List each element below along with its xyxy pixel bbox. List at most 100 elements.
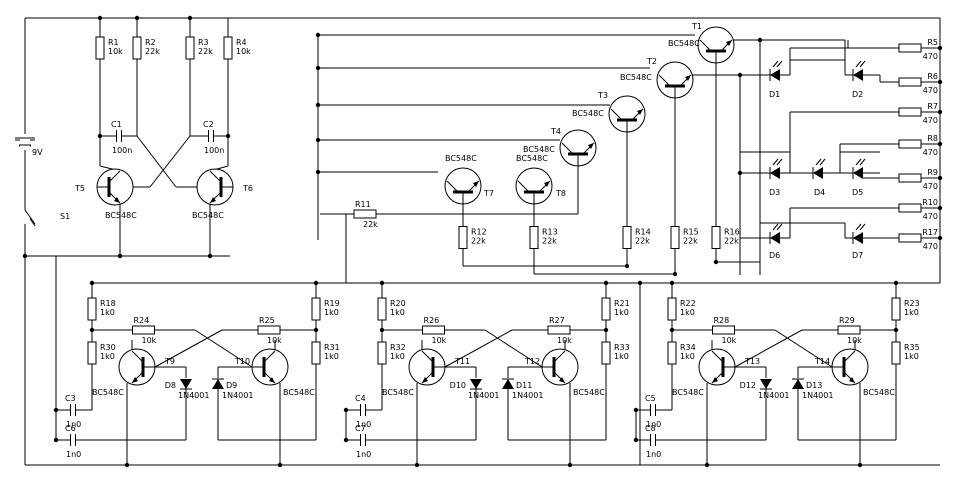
- capacitor-value: 1n0: [66, 420, 81, 429]
- transistor-name: T12: [524, 357, 540, 366]
- wire: [154, 329, 223, 368]
- resistor-name: R4: [236, 38, 247, 47]
- junction-dot: [343, 437, 349, 443]
- transistor-type: BC548C: [283, 388, 315, 397]
- resistor-value: 470: [923, 86, 938, 95]
- diode-name: D13: [806, 381, 822, 390]
- capacitor-value: 1n0: [356, 420, 371, 429]
- junction-dot: [313, 280, 319, 286]
- resistor-value: 22k: [471, 237, 486, 246]
- wire: [774, 329, 833, 368]
- resistor-name: R31: [324, 343, 340, 352]
- resistor-value: 10k: [108, 47, 123, 56]
- diode-type: 1N4001: [802, 391, 833, 400]
- led-name: D7: [852, 251, 863, 260]
- junction-dot: [315, 65, 321, 71]
- diode-d10: [470, 379, 482, 390]
- resistor-r1: [95, 32, 105, 64]
- resistor-name: R28: [714, 316, 730, 325]
- resistor-r26: [382, 325, 485, 335]
- transistor-type: BC548C: [92, 388, 124, 397]
- resistor-r2: [132, 32, 142, 64]
- resistor-value: 1k0: [904, 352, 919, 361]
- capacitor-c2: [208, 130, 214, 142]
- resistor-value: 22k: [635, 237, 650, 246]
- transistor-t7: [444, 167, 482, 205]
- resistor-name: R22: [680, 299, 696, 308]
- junction-dot: [603, 280, 609, 286]
- junction-dot: [937, 235, 943, 241]
- led-name: D3: [769, 188, 780, 197]
- diode-type: 1N4001: [178, 391, 209, 400]
- led-name: D2: [852, 90, 863, 99]
- resistor-value: 10k: [142, 336, 157, 345]
- resistor-name: R35: [904, 343, 920, 352]
- battery-gap: [20, 134, 30, 150]
- resistor-r3: [185, 32, 195, 64]
- resistor-r16: [711, 225, 721, 250]
- transistor-t8: [515, 167, 553, 205]
- resistor-name: R1: [108, 38, 119, 47]
- resistor-r9: [880, 173, 940, 183]
- resistor-r27: [512, 325, 606, 335]
- resistor-value: 1k0: [680, 352, 695, 361]
- junction-dot: [633, 437, 639, 443]
- resistor-r7: [880, 107, 940, 117]
- resistor-name: R16: [724, 228, 740, 237]
- capacitor-c8: [650, 434, 656, 446]
- resistor-r25: [222, 325, 316, 335]
- junction-dot: [379, 280, 385, 286]
- resistor-r28: [672, 325, 775, 335]
- diode-name: D10: [450, 381, 466, 390]
- resistor-value: 1k0: [904, 308, 919, 317]
- junction-dot: [567, 462, 573, 468]
- resistor-name: R25: [259, 316, 275, 325]
- junction-dot: [53, 437, 59, 443]
- resistor-name: R32: [390, 343, 406, 352]
- transistor-name: T8: [555, 189, 566, 198]
- resistor-name: R12: [471, 228, 487, 237]
- resistor-r20: [377, 296, 387, 322]
- diode-name: D12: [740, 381, 756, 390]
- diode-name: D11: [516, 381, 532, 390]
- resistor-value: 470: [923, 242, 938, 251]
- resistor-r29: [802, 325, 896, 335]
- resistor-value: 22k: [363, 220, 378, 229]
- capacitor-c7: [360, 434, 366, 446]
- resistor-value: 1k0: [614, 308, 629, 317]
- resistor-value: 1k0: [324, 352, 339, 361]
- diode-name: D9: [226, 381, 237, 390]
- resistor-r12: [458, 225, 468, 250]
- led-d7: [852, 223, 866, 244]
- resistor-value: 470: [923, 182, 938, 191]
- junction-dot: [134, 15, 140, 21]
- transistor-name: T5: [74, 184, 85, 193]
- diode-type: 1N4001: [512, 391, 543, 400]
- junction-dot: [343, 407, 349, 413]
- resistor-r24: [92, 325, 195, 335]
- resistor-r33: [601, 340, 611, 366]
- switch-lever: [24, 209, 36, 225]
- resistor-name: R19: [324, 299, 340, 308]
- junction-dot: [22, 253, 28, 259]
- led-d3: [769, 158, 783, 179]
- resistor-name: R26: [424, 316, 440, 325]
- transistor-type: BC548C: [572, 109, 604, 118]
- resistor-value: 470: [923, 116, 938, 125]
- wire: [734, 329, 803, 368]
- diode-d11: [502, 378, 514, 389]
- capacitor-c6: [70, 434, 76, 446]
- junction-dot: [937, 79, 943, 85]
- diode-d9: [212, 378, 224, 389]
- diode-name: D8: [165, 381, 176, 390]
- resistor-name: R33: [614, 343, 630, 352]
- resistor-r5: [880, 43, 940, 53]
- resistor-r4: [223, 32, 233, 64]
- wire: [484, 329, 543, 368]
- junction-dot: [187, 15, 193, 21]
- led-name: D1: [769, 90, 780, 99]
- transistor-name: T7: [483, 189, 494, 198]
- resistor-name: R18: [100, 299, 116, 308]
- resistor-name: R8: [927, 134, 938, 143]
- resistor-value: 22k: [724, 237, 739, 246]
